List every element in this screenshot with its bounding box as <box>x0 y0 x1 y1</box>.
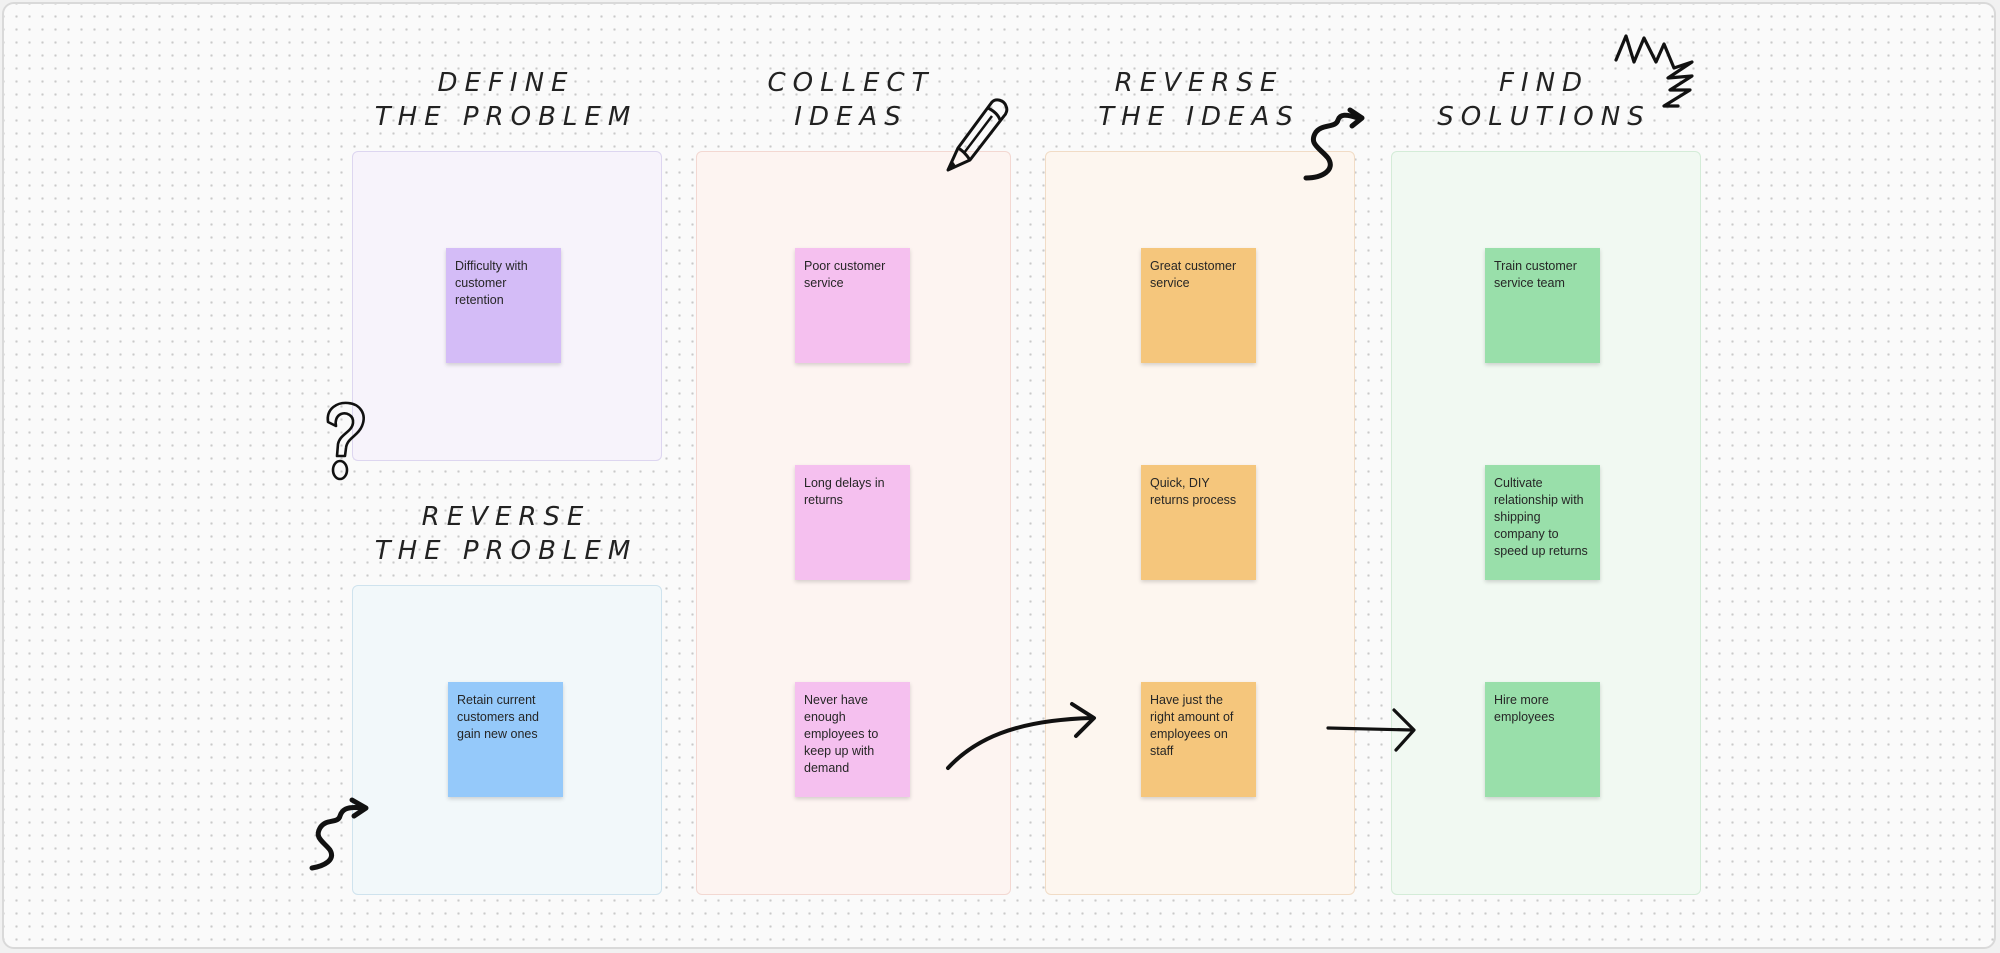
heading-line: FIND <box>1498 68 1590 98</box>
squiggle-arrow-icon[interactable] <box>1300 106 1366 184</box>
heading-define-the-problem: DEFINE THE PROBLEM <box>326 66 686 134</box>
curved-arrow-icon[interactable] <box>944 700 1100 772</box>
heading-reverse-the-problem: REVERSE THE PROBLEM <box>326 500 686 568</box>
heading-collect-ideas: COLLECT IDEAS <box>671 66 1031 134</box>
sticky-note[interactable]: Hire more employees <box>1485 682 1600 797</box>
heading-line: REVERSE <box>1114 68 1284 98</box>
straight-arrow-icon[interactable] <box>1326 704 1418 754</box>
sticky-note[interactable]: Long delays in returns <box>795 465 910 580</box>
heading-line: REVERSE <box>421 502 591 532</box>
heading-line: THE PROBLEM <box>374 102 638 132</box>
heading-find-solutions: FIND SOLUTIONS <box>1364 66 1724 134</box>
question-mark-icon[interactable] <box>322 400 370 484</box>
sticky-note[interactable]: Cultivate relationship with shipping com… <box>1485 465 1600 580</box>
heading-line: DEFINE <box>437 68 575 98</box>
sticky-note[interactable]: Difficulty with customer retention <box>446 248 561 363</box>
heading-line: SOLUTIONS <box>1437 102 1651 132</box>
heading-reverse-the-ideas: REVERSE THE IDEAS <box>1019 66 1379 134</box>
sticky-note[interactable]: Never have enough employees to keep up w… <box>795 682 910 797</box>
heading-line: COLLECT <box>767 68 935 98</box>
heading-line: IDEAS <box>794 102 908 132</box>
zigzag-scribble-icon[interactable] <box>1612 32 1698 112</box>
sticky-note[interactable]: Retain current customers and gain new on… <box>448 682 563 797</box>
heading-line: THE PROBLEM <box>374 536 638 566</box>
heading-line: THE IDEAS <box>1098 102 1300 132</box>
sticky-note[interactable]: Great customer service <box>1141 248 1256 363</box>
sticky-note[interactable]: Quick, DIY returns process <box>1141 465 1256 580</box>
sticky-note[interactable]: Poor customer service <box>795 248 910 363</box>
squiggle-arrow-icon[interactable] <box>306 797 376 874</box>
sticky-note[interactable]: Have just the right amount of employees … <box>1141 682 1256 797</box>
sticky-note[interactable]: Train customer service team <box>1485 248 1600 363</box>
pencil-icon[interactable] <box>944 96 1010 174</box>
